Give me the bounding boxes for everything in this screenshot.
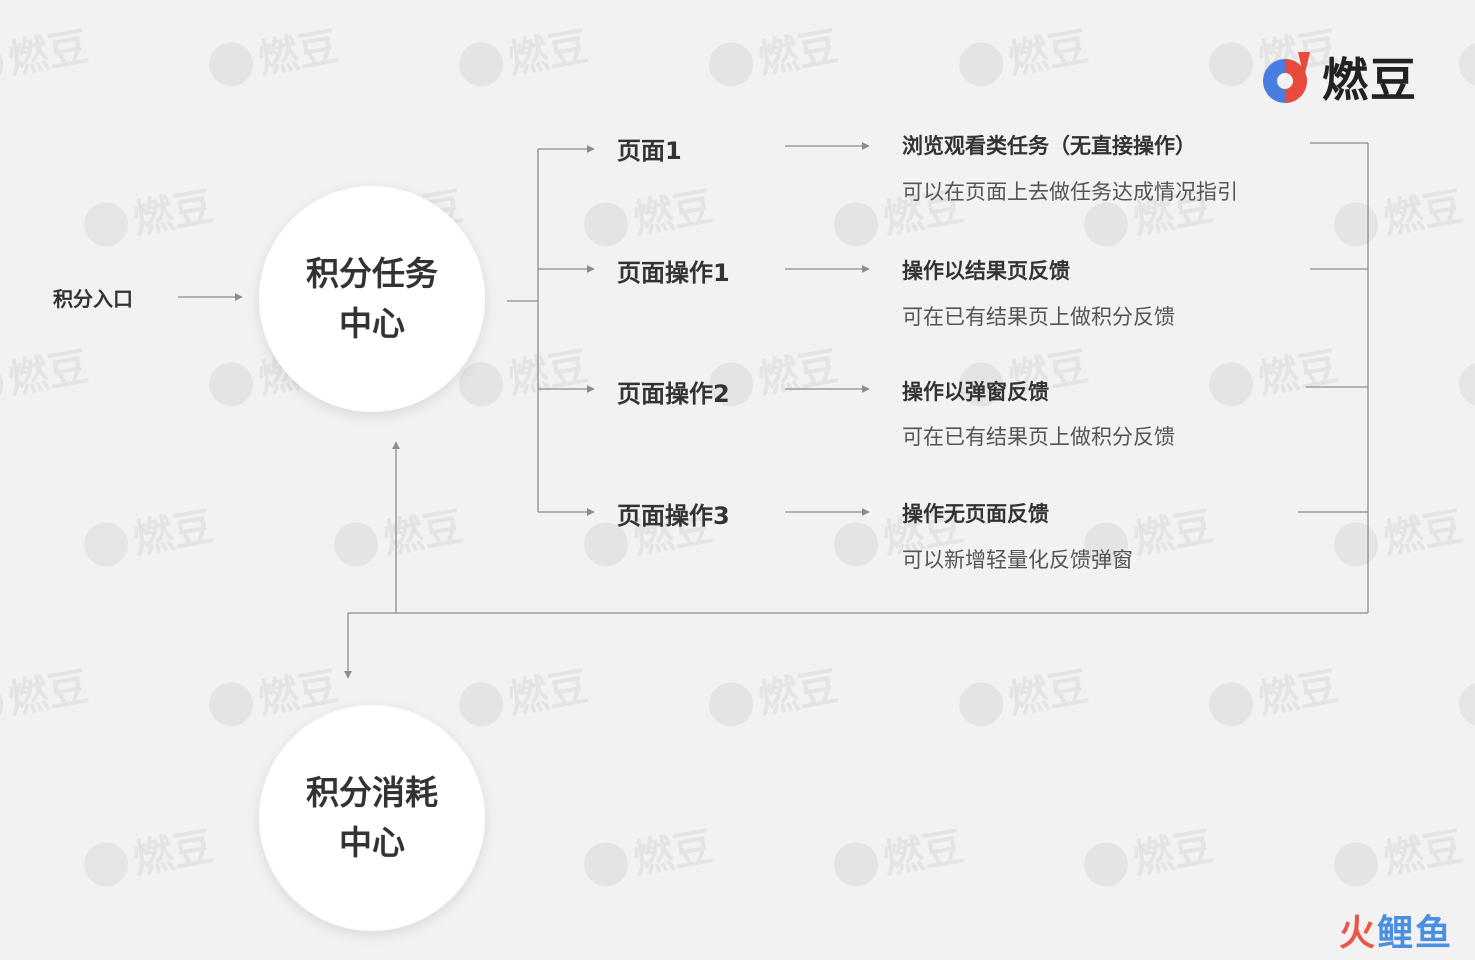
- consume-center-node: 积分消耗 中心: [259, 705, 485, 931]
- page-label-2: 页面操作1: [617, 259, 730, 287]
- feedback-title-2: 操作以结果页反馈: [902, 259, 1070, 283]
- entry-label: 积分入口: [53, 287, 133, 311]
- feedback-desc-1: 可以在页面上去做任务达成情况指引: [902, 180, 1238, 204]
- corner-mark-part1: 火: [1338, 913, 1377, 954]
- watermark-mark-icon: [584, 842, 629, 887]
- watermark-mark-icon: [1209, 42, 1254, 87]
- watermark-item: 燃豆: [1209, 664, 1342, 727]
- watermark-item: 燃豆: [709, 24, 842, 87]
- brand-logo: 燃豆: [1258, 44, 1418, 110]
- page-label-4: 页面操作3: [617, 502, 730, 530]
- watermark-mark-icon: [834, 522, 879, 567]
- watermark-mark-icon: [1459, 682, 1475, 727]
- watermark-mark-icon: [834, 842, 879, 887]
- watermark-mark-icon: [1209, 362, 1254, 407]
- task-center-line2: 中心: [339, 304, 405, 343]
- watermark-item: 燃豆: [1459, 42, 1475, 87]
- watermark-mark-icon: [959, 362, 1004, 407]
- watermark-mark-icon: [1084, 522, 1129, 567]
- watermark-mark-icon: [1334, 522, 1379, 567]
- feedback-title-1: 浏览观看类任务（无直接操作）: [902, 134, 1196, 158]
- watermark-mark-icon: [209, 42, 254, 87]
- watermark-mark-icon: [459, 42, 504, 87]
- watermark-mark-icon: [584, 522, 629, 567]
- watermark-mark-icon: [834, 202, 879, 247]
- corner-site-mark: 火鲤鱼: [1339, 904, 1453, 956]
- brand-name: 燃豆: [1322, 53, 1418, 107]
- watermark-mark-icon: [459, 362, 504, 407]
- watermark-item: 燃豆: [209, 24, 342, 87]
- brand-mark-icon: [1263, 52, 1310, 103]
- watermark-mark-icon: [959, 682, 1004, 727]
- watermark-mark-icon: [1209, 682, 1254, 727]
- watermark-mark-icon: [334, 522, 379, 567]
- watermark-mark-icon: [84, 522, 129, 567]
- watermark-item: 燃豆: [84, 824, 217, 887]
- task-center-node: 积分任务 中心: [259, 186, 485, 412]
- corner-mark-part2: 鲤鱼: [1376, 913, 1453, 954]
- watermark-mark-icon: [209, 682, 254, 727]
- watermark-mark-icon: [1334, 842, 1379, 887]
- page-label-3: 页面操作2: [617, 380, 730, 408]
- watermark-mark-icon: [959, 42, 1004, 87]
- watermark-mark-icon: [84, 202, 129, 247]
- watermark-item: 燃豆: [1459, 362, 1475, 407]
- watermark-mark-icon: [709, 362, 754, 407]
- feedback-desc-2: 可在已有结果页上做积分反馈: [902, 305, 1175, 329]
- watermark-item: 燃豆: [1084, 504, 1217, 567]
- feedback-title-3: 操作以弹窗反馈: [902, 380, 1049, 404]
- watermark-mark-icon: [1334, 202, 1379, 247]
- watermark-mark-icon: [584, 202, 629, 247]
- task-center-line1: 积分任务: [306, 254, 438, 293]
- watermark-mark-icon: [459, 682, 504, 727]
- watermark-mark-icon: [709, 682, 754, 727]
- watermark-mark-icon: [1459, 362, 1475, 407]
- feedback-title-4: 操作无页面反馈: [902, 502, 1049, 526]
- page-label-1: 页面1: [617, 137, 682, 165]
- watermark-mark-icon: [1084, 842, 1129, 887]
- watermark-mark-icon: [1459, 42, 1475, 87]
- consume-center-line2: 中心: [339, 823, 405, 862]
- watermark-mark-icon: [84, 842, 129, 887]
- watermark-mark-icon: [709, 42, 754, 87]
- watermark-item: 燃豆: [1459, 682, 1475, 727]
- watermark-mark-icon: [1084, 202, 1129, 247]
- feedback-desc-3: 可在已有结果页上做积分反馈: [902, 425, 1175, 449]
- feedback-desc-4: 可以新增轻量化反馈弹窗: [902, 548, 1133, 572]
- consume-center-line1: 积分消耗: [306, 773, 438, 812]
- watermark-mark-icon: [209, 362, 254, 407]
